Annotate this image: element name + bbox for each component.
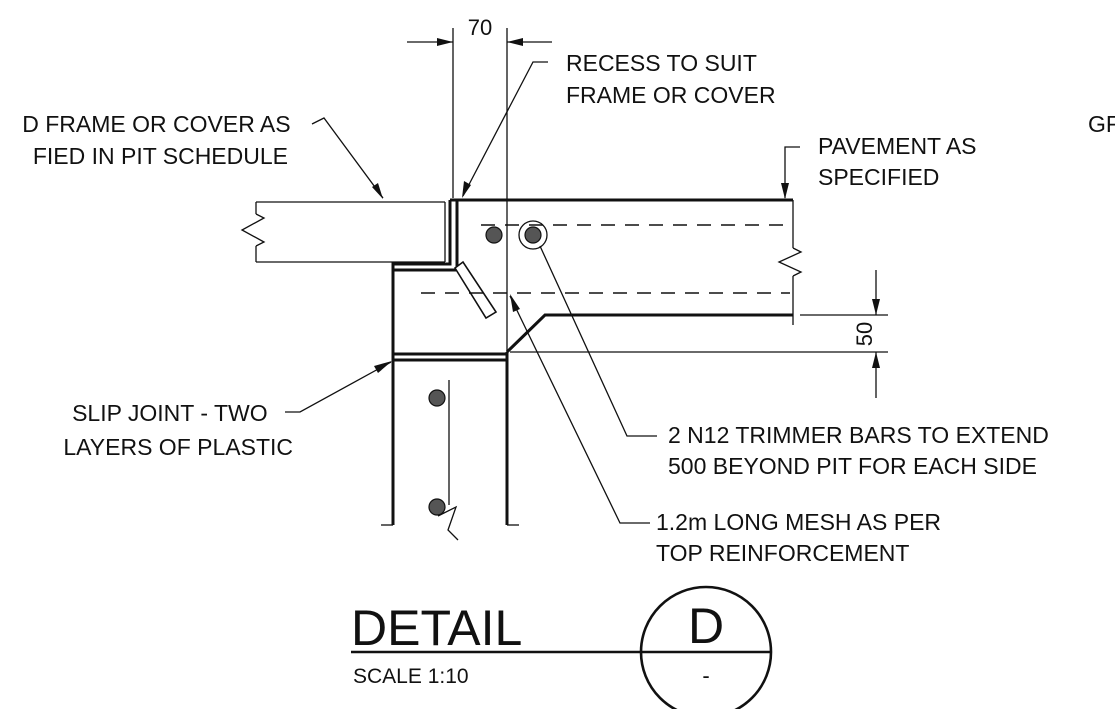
trimmer-bar [524, 226, 542, 244]
frame-cover-slab [240, 201, 446, 263]
sheet-reference: - [702, 663, 709, 688]
slip-joint-label: SLIP JOINT - TWO LAYERS OF PLASTIC [63, 400, 293, 460]
wall-bar-lower [428, 498, 446, 516]
wall-bar-upper [428, 389, 446, 407]
frame-cover-label: D FRAME OR COVER AS FIED IN PIT SCHEDULE [22, 111, 297, 169]
trimmer-bars-label: 2 N12 TRIMMER BARS TO EXTEND 500 BEYOND … [668, 422, 1055, 479]
reinforcement-bars [428, 220, 548, 516]
top-bar-left [485, 226, 503, 244]
slab-step-value: 50 [852, 322, 877, 346]
pit-wall-and-pavement [381, 198, 803, 541]
edge-cut-label: GF [1088, 111, 1115, 137]
recess-label: RECESS TO SUIT FRAME OR COVER [566, 50, 776, 108]
detail-marker-circle [639, 585, 773, 709]
leaders [285, 61, 800, 524]
trimmer-bar-highlight-ring [518, 220, 548, 250]
scale-note: SCALE 1:10 [353, 665, 469, 688]
recess-width-value: 70 [468, 15, 492, 40]
recess-width-dimension: 70 [407, 15, 552, 352]
detail-title: DETAIL [351, 600, 522, 656]
mesh-label: 1.2m LONG MESH AS PER TOP REINFORCEMENT [656, 509, 947, 566]
detail-title-block: DETAIL SCALE 1:10 D - [351, 585, 773, 709]
pavement-label: PAVEMENT AS SPECIFIED [818, 133, 983, 190]
detail-letter: D [688, 598, 724, 654]
slab-step-dimension: 50 [510, 270, 888, 398]
